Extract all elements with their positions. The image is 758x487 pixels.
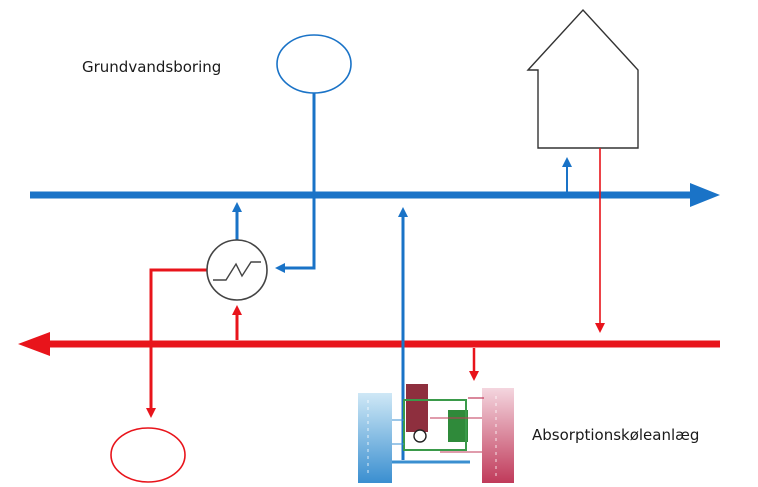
hot-return-line [18,332,720,356]
heat-exchanger-icon [206,239,268,301]
absorption-chiller-icon [358,384,514,483]
cold-supply-line [30,183,720,207]
return-well-icon [110,427,186,483]
hx-to-return-well-pipe [146,268,207,418]
house-icon [526,8,639,149]
absorption-chiller-label: Absorptionskøleanlæg [532,426,700,444]
well-pipe [275,93,316,273]
groundwater-well-icon [276,34,352,94]
groundwater-well-label: Grundvandsboring [82,58,222,76]
